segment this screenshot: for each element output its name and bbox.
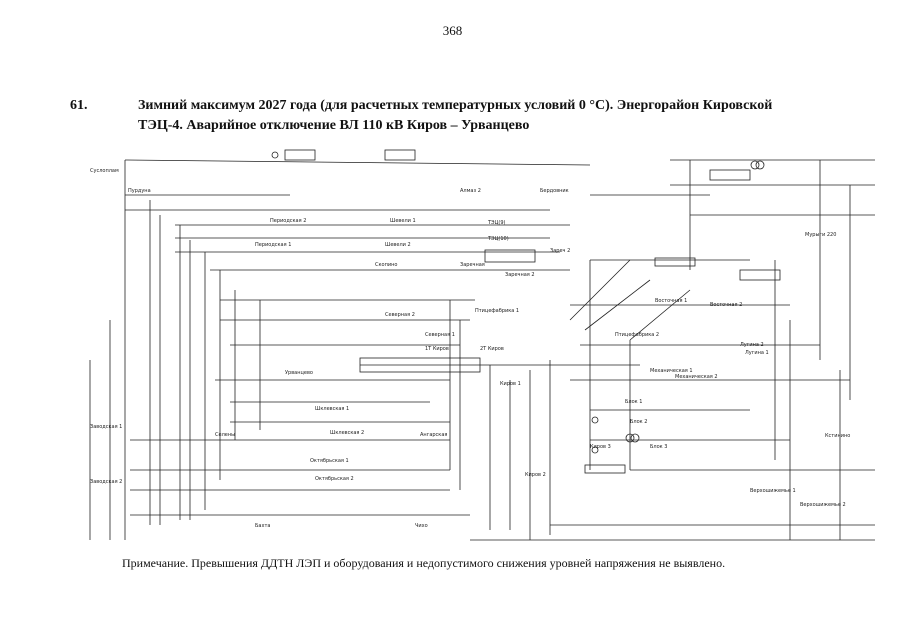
station-label: Механическая 1 bbox=[650, 368, 693, 374]
station-label: Шевели 2 bbox=[385, 242, 411, 248]
station-label: Алмаз 2 bbox=[460, 188, 481, 194]
station-label: Урванцево bbox=[285, 370, 313, 376]
station-label: ТЭЦ(10) bbox=[487, 236, 509, 242]
station-label: Заводская 2 bbox=[90, 479, 122, 485]
station-label: ТЭЦ(9) bbox=[487, 220, 506, 226]
station-label: Шевели 1 bbox=[390, 218, 416, 224]
station-label: Селены bbox=[215, 432, 235, 438]
page-number: 368 bbox=[442, 23, 463, 38]
station-label: Периодская 2 bbox=[270, 218, 306, 224]
station-label: Шклевская 1 bbox=[315, 406, 349, 412]
figure-title-line-2: ТЭЦ-4. Аварийное отключение ВЛ 110 кВ Ки… bbox=[138, 118, 530, 133]
station-label: Ангарская bbox=[420, 432, 447, 438]
station-label: Кстинино bbox=[825, 433, 850, 439]
station-label: Бердовник bbox=[540, 188, 569, 194]
station-label: Птицефабрика 2 bbox=[615, 332, 659, 338]
station-label: Периодская 1 bbox=[255, 242, 291, 248]
station-label: Верхошижемье 2 bbox=[800, 502, 846, 508]
station-label: Октябрьская 1 bbox=[310, 458, 349, 464]
station-label: Скопино bbox=[375, 262, 397, 268]
figure-number: 61. bbox=[70, 98, 88, 113]
station-label: Киров 3 bbox=[590, 444, 611, 450]
station-label: Северная 2 bbox=[385, 312, 415, 318]
station-label: Бахта bbox=[255, 523, 270, 529]
station-label: Киров 1 bbox=[500, 381, 521, 387]
station-label: Зареч 2 bbox=[550, 248, 570, 254]
station-label: Чихо bbox=[415, 523, 428, 529]
station-label: 2Т Киров bbox=[480, 346, 504, 352]
station-label: Заводская 1 bbox=[90, 424, 122, 430]
figure-title-line-1: Зимний максимум 2027 года (для расчетных… bbox=[138, 98, 773, 113]
station-label: Механическая 2 bbox=[675, 374, 718, 380]
station-label: Шклевская 2 bbox=[330, 430, 364, 436]
station-label: 1Т Киров bbox=[425, 346, 449, 352]
station-label: Блок 2 bbox=[630, 419, 647, 425]
station-label: Птицефабрика 1 bbox=[475, 308, 519, 314]
station-label: Восточная 1 bbox=[655, 298, 687, 304]
station-label: Пурдуна bbox=[128, 188, 151, 194]
station-label: Лугина 1 bbox=[745, 350, 769, 356]
station-label: Лугина 2 bbox=[740, 342, 764, 348]
station-label: Блок 3 bbox=[650, 444, 667, 450]
station-label: Заречная 2 bbox=[505, 272, 535, 278]
station-label: Северная 1 bbox=[425, 332, 455, 338]
station-label: Суслоплам bbox=[90, 168, 119, 174]
diagram-station-labels: Суслоплам Пурдуна Периодская 2 Периодска… bbox=[90, 168, 850, 529]
footnote: Примечание. Превышения ДДТН ЛЭП и оборуд… bbox=[122, 556, 726, 570]
station-label: Верхошижемье 1 bbox=[750, 488, 796, 494]
network-schematic: Суслоплам Пурдуна Периодская 2 Периодска… bbox=[89, 149, 875, 541]
station-label: Киров 2 bbox=[525, 472, 546, 478]
station-label: Восточная 2 bbox=[710, 302, 742, 308]
station-label: Блок 1 bbox=[625, 399, 642, 405]
network-diagram: Суслоплам Пурдуна Периодская 2 Периодска… bbox=[30, 140, 875, 550]
station-label: Октябрьская 2 bbox=[315, 476, 354, 482]
station-label: Мурыги 220 bbox=[805, 232, 836, 238]
station-label: Заречная bbox=[460, 262, 485, 268]
